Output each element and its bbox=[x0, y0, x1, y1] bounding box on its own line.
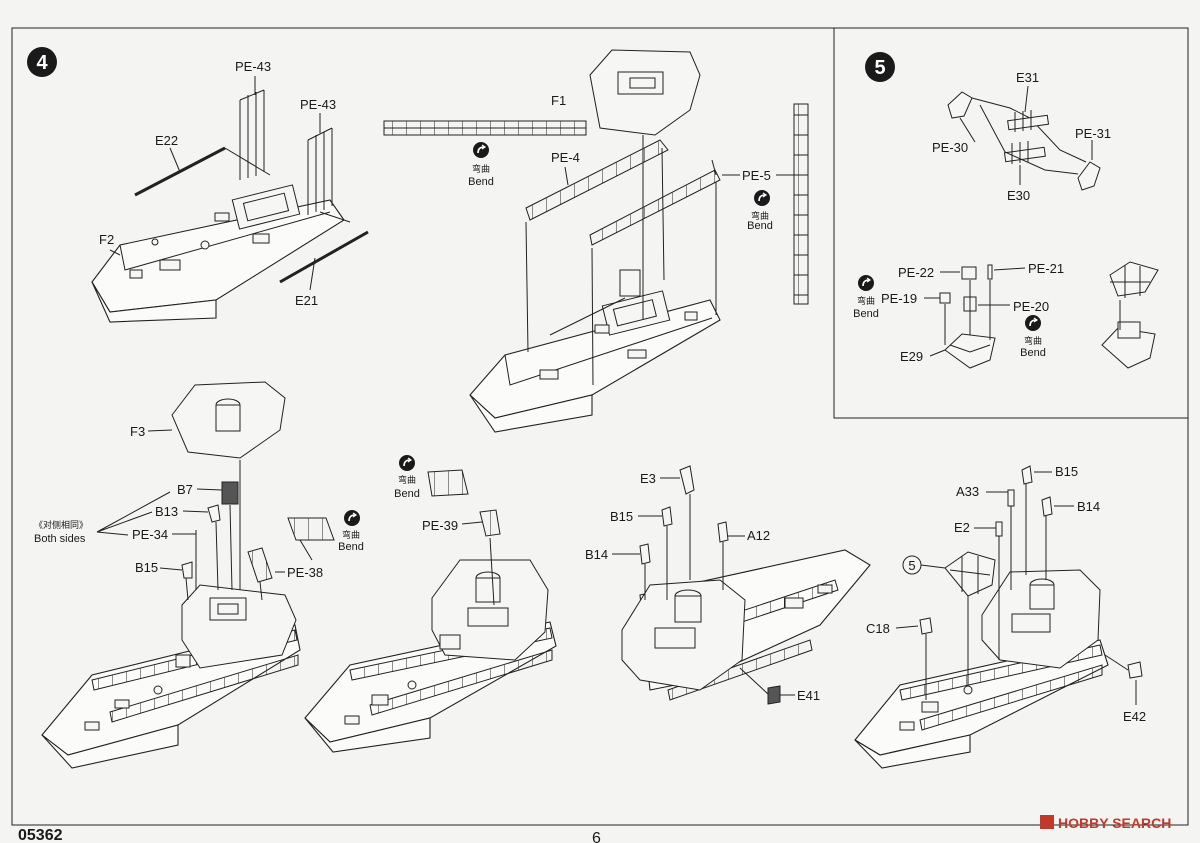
label-pe31: PE-31 bbox=[1075, 126, 1111, 141]
step5-number: 5 bbox=[874, 57, 885, 79]
deck-assembly-f2 bbox=[91, 76, 369, 323]
label-pe38: PE-38 bbox=[287, 565, 323, 580]
step5-badge: 5 bbox=[865, 52, 895, 82]
label-pe21: PE-21 bbox=[1028, 261, 1064, 276]
page-code: 05362 bbox=[18, 827, 63, 843]
label-c18: C18 bbox=[866, 621, 890, 636]
label-e42: E42 bbox=[1123, 709, 1146, 724]
svg-text:弯曲: 弯曲 bbox=[751, 210, 769, 222]
label-f2: F2 bbox=[99, 232, 114, 247]
svg-text:弯曲: 弯曲 bbox=[1024, 335, 1042, 347]
bend-note-5b: 弯曲 Bend bbox=[1020, 335, 1046, 359]
label-pe34: PE-34 bbox=[132, 527, 168, 542]
label-b15b: B15 bbox=[610, 509, 633, 524]
svg-text:弯曲: 弯曲 bbox=[857, 295, 875, 307]
label-f1: F1 bbox=[551, 93, 566, 108]
note-both-sides-cn: 《对侧相同》 bbox=[34, 519, 88, 531]
svg-text:Bend: Bend bbox=[394, 488, 420, 500]
svg-text:HOBBY SEARCH: HOBBY SEARCH bbox=[1058, 815, 1171, 831]
label-ref-5: 5 bbox=[908, 558, 915, 573]
label-pe20: PE-20 bbox=[1013, 299, 1049, 314]
label-pe43b: PE-43 bbox=[300, 97, 336, 112]
label-e31: E31 bbox=[1016, 70, 1039, 85]
step5-box bbox=[833, 27, 1189, 419]
ship-assembly-4 bbox=[854, 465, 1143, 769]
label-pe43a: PE-43 bbox=[235, 59, 271, 74]
bend-note-1: 弯曲 Bend bbox=[468, 163, 494, 188]
label-pe4: PE-4 bbox=[551, 150, 580, 165]
label-e29: E29 bbox=[900, 349, 923, 364]
label-a33: A33 bbox=[956, 484, 979, 499]
label-b15c: B15 bbox=[1055, 464, 1078, 479]
deck-assembly-f1 bbox=[383, 49, 809, 433]
svg-text:Bend: Bend bbox=[338, 541, 364, 553]
watermark: HOBBY SEARCH bbox=[1040, 815, 1171, 831]
label-e21: E21 bbox=[295, 293, 318, 308]
label-b7: B7 bbox=[177, 482, 193, 497]
bend-note-5a: 弯曲 Bend bbox=[853, 295, 879, 320]
label-e3: E3 bbox=[640, 471, 656, 486]
label-b14: B14 bbox=[585, 547, 608, 562]
bend-note-2: 弯曲 Bend bbox=[747, 210, 773, 232]
svg-text:弯曲: 弯曲 bbox=[398, 474, 416, 486]
svg-text:Bend: Bend bbox=[747, 220, 773, 232]
label-pe30: PE-30 bbox=[932, 140, 968, 155]
step4-badge: 4 bbox=[27, 47, 57, 77]
page-number: 6 bbox=[592, 830, 601, 843]
ship-assembly-2 bbox=[304, 454, 557, 753]
bend-note-3: 弯曲 Bend bbox=[338, 529, 364, 553]
step5-assembly bbox=[857, 85, 1159, 369]
ship-assembly-1 bbox=[41, 381, 361, 769]
label-pe5: PE-5 bbox=[742, 168, 771, 183]
note-both-sides-en: Both sides bbox=[34, 533, 86, 545]
svg-text:Bend: Bend bbox=[1020, 347, 1046, 359]
svg-text:Bend: Bend bbox=[468, 176, 494, 188]
ship-assembly-3 bbox=[621, 465, 871, 705]
label-e30: E30 bbox=[1007, 188, 1030, 203]
svg-text:弯曲: 弯曲 bbox=[342, 529, 360, 541]
page-frame bbox=[11, 27, 1189, 826]
label-pe39: PE-39 bbox=[422, 518, 458, 533]
svg-text:弯曲: 弯曲 bbox=[472, 163, 490, 175]
label-f3: F3 bbox=[130, 424, 145, 439]
label-pe22: PE-22 bbox=[898, 265, 934, 280]
label-b14b: B14 bbox=[1077, 499, 1100, 514]
bend-note-4: 弯曲 Bend bbox=[394, 474, 420, 500]
label-a12: A12 bbox=[747, 528, 770, 543]
svg-text:Bend: Bend bbox=[853, 308, 879, 320]
step4-number: 4 bbox=[36, 52, 48, 74]
label-b15: B15 bbox=[135, 560, 158, 575]
label-pe19: PE-19 bbox=[881, 291, 917, 306]
label-e22: E22 bbox=[155, 133, 178, 148]
label-e2: E2 bbox=[954, 520, 970, 535]
label-b13: B13 bbox=[155, 504, 178, 519]
label-e41: E41 bbox=[797, 688, 820, 703]
